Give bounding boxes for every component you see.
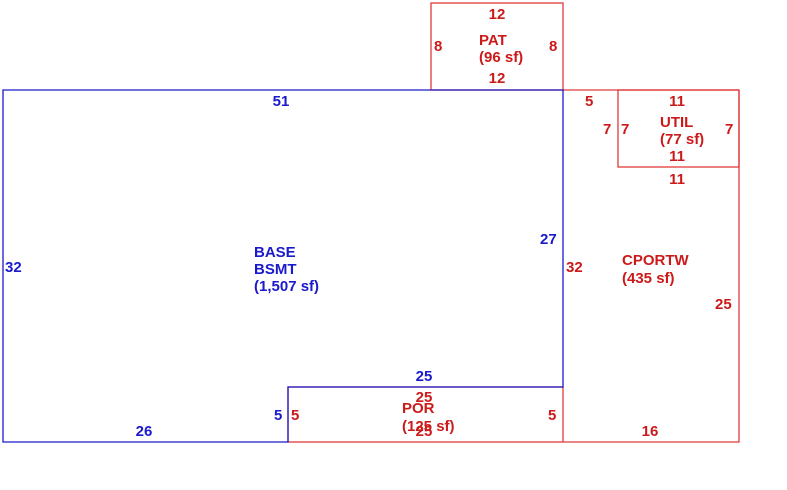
- dim-util-bottom: 11: [669, 148, 685, 165]
- por-area: (125 sf): [402, 418, 455, 435]
- dim-base-step-v: 5: [274, 407, 282, 424]
- por-label: POR: [402, 400, 435, 417]
- dim-pat-bottom: 12: [489, 70, 506, 87]
- dim-base-step-h: 25: [416, 368, 433, 385]
- pat-area: (96 sf): [479, 49, 523, 66]
- dim-cport-util-left: 7: [603, 121, 611, 138]
- dim-por-top: 25: [416, 389, 433, 406]
- dim-util-top: 11: [669, 93, 685, 110]
- dim-util-left: 7: [621, 121, 629, 138]
- dim-base-right: 27: [540, 231, 557, 248]
- dim-base-bottom: 26: [136, 423, 153, 440]
- dim-util-right: 7: [725, 121, 733, 138]
- dim-pat-left: 8: [434, 38, 442, 55]
- cportw-area: (435 sf): [622, 270, 675, 287]
- dim-por-right: 5: [548, 407, 556, 424]
- base-sublabel: BSMT: [254, 261, 297, 278]
- dim-pat-top: 12: [489, 6, 506, 23]
- dim-base-left: 32: [5, 259, 22, 276]
- dim-cport-top-gap: 5: [585, 93, 593, 110]
- dim-cport-under-util: 11: [669, 171, 685, 188]
- cportw-outline: [563, 89, 740, 443]
- base-label: BASE: [254, 244, 296, 261]
- dim-cport-left: 32: [566, 259, 583, 276]
- cportw-label: CPORTW: [622, 252, 690, 269]
- util-area: (77 sf): [660, 131, 704, 148]
- dim-cport-bottom: 16: [642, 423, 659, 440]
- dim-por-bottom: 25: [416, 423, 433, 440]
- dim-base-top: 51: [273, 93, 290, 110]
- dim-cport-right: 25: [715, 296, 732, 313]
- dim-por-left: 5: [291, 407, 299, 424]
- util-label: UTIL: [660, 114, 693, 131]
- base-area: (1,507 sf): [254, 278, 319, 295]
- base-outline: [2, 89, 564, 443]
- dim-pat-right: 8: [549, 38, 557, 55]
- pat-label: PAT: [479, 32, 507, 49]
